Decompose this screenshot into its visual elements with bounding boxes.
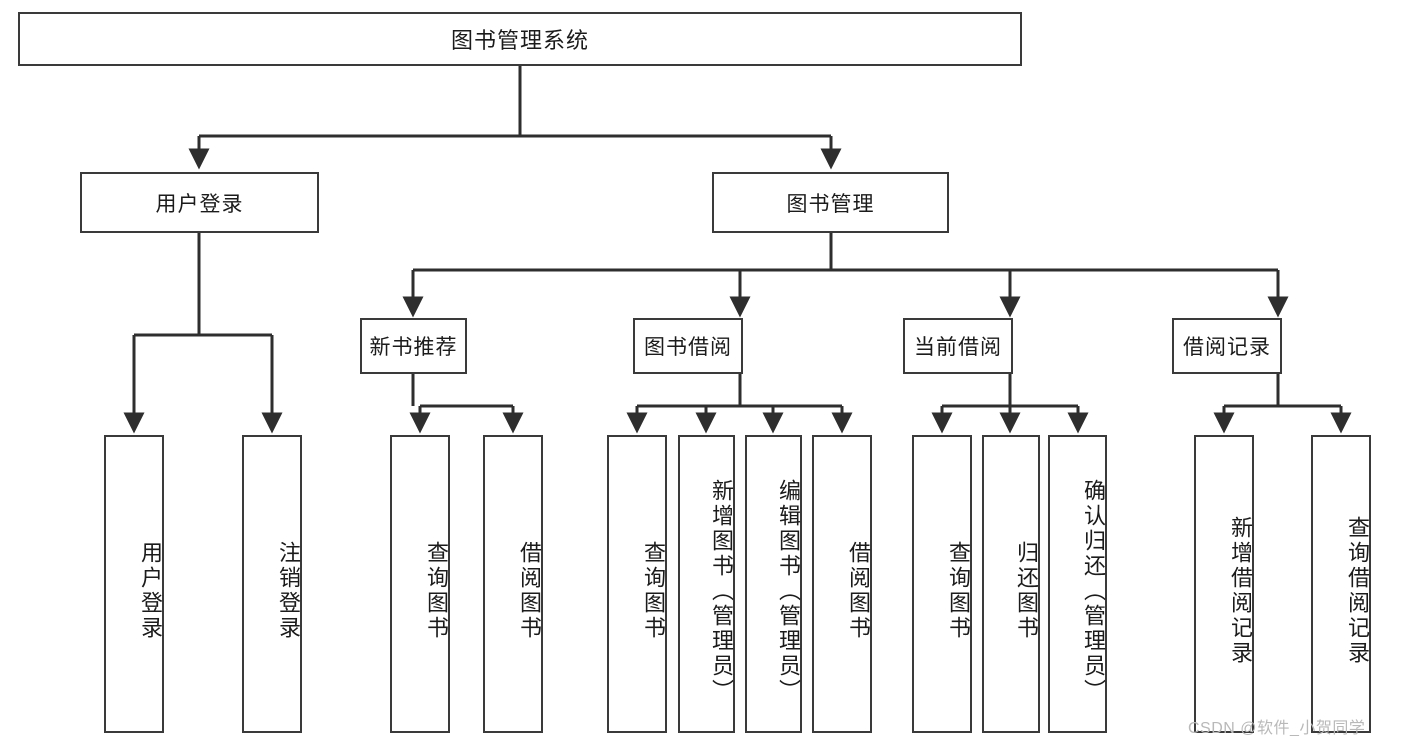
node-label: 编辑图书（管理员） <box>776 478 801 704</box>
leaf-query-borrow-record[interactable]: 查询借阅记录 <box>1311 435 1371 733</box>
leaf-add-book-admin[interactable]: 新增图书（管理员） <box>678 435 735 733</box>
node-label: 查询图书 <box>424 541 449 641</box>
leaf-logout[interactable]: 注销登录 <box>242 435 302 733</box>
leaf-query-book-recommend[interactable]: 查询图书 <box>390 435 450 733</box>
node-label: 借阅图书 <box>846 541 871 641</box>
node-new-book-recommend[interactable]: 新书推荐 <box>360 318 467 374</box>
leaf-query-book-current[interactable]: 查询图书 <box>912 435 972 733</box>
leaf-add-borrow-record[interactable]: 新增借阅记录 <box>1194 435 1254 733</box>
node-label: 用户登录 <box>155 192 244 216</box>
leaf-return-book[interactable]: 归还图书 <box>982 435 1040 733</box>
node-label: 注销登录 <box>276 541 301 641</box>
leaf-borrow-book[interactable]: 借阅图书 <box>812 435 872 733</box>
leaf-query-book-borrow[interactable]: 查询图书 <box>607 435 667 733</box>
node-book-management[interactable]: 图书管理 <box>712 172 949 233</box>
leaf-user-login[interactable]: 用户登录 <box>104 435 164 733</box>
node-label: 确认归还（管理员） <box>1081 478 1106 704</box>
node-label: 新书推荐 <box>369 336 458 359</box>
node-label: 查询借阅记录 <box>1345 516 1370 666</box>
node-label: 归还图书 <box>1014 541 1039 641</box>
node-label: 新增图书（管理员） <box>709 478 734 704</box>
node-book-borrow[interactable]: 图书借阅 <box>633 318 743 374</box>
node-label: 当前借阅 <box>914 336 1002 359</box>
leaf-borrow-book-recommend[interactable]: 借阅图书 <box>483 435 543 733</box>
node-root-system[interactable]: 图书管理系统 <box>18 12 1022 66</box>
node-label: 新增借阅记录 <box>1228 516 1253 666</box>
node-user-login[interactable]: 用户登录 <box>80 172 319 233</box>
node-label: 用户登录 <box>138 541 163 641</box>
node-label: 图书管理 <box>786 192 875 216</box>
node-label: 图书借阅 <box>644 336 732 359</box>
node-label: 查询图书 <box>641 541 666 641</box>
node-label: 查询图书 <box>946 541 971 641</box>
node-label: 借阅图书 <box>517 541 542 641</box>
node-label: 图书管理系统 <box>450 28 589 53</box>
leaf-confirm-return-admin[interactable]: 确认归还（管理员） <box>1048 435 1107 733</box>
node-label: 借阅记录 <box>1183 336 1271 359</box>
leaf-edit-book-admin[interactable]: 编辑图书（管理员） <box>745 435 802 733</box>
node-current-borrow[interactable]: 当前借阅 <box>903 318 1013 374</box>
node-borrow-record[interactable]: 借阅记录 <box>1172 318 1282 374</box>
